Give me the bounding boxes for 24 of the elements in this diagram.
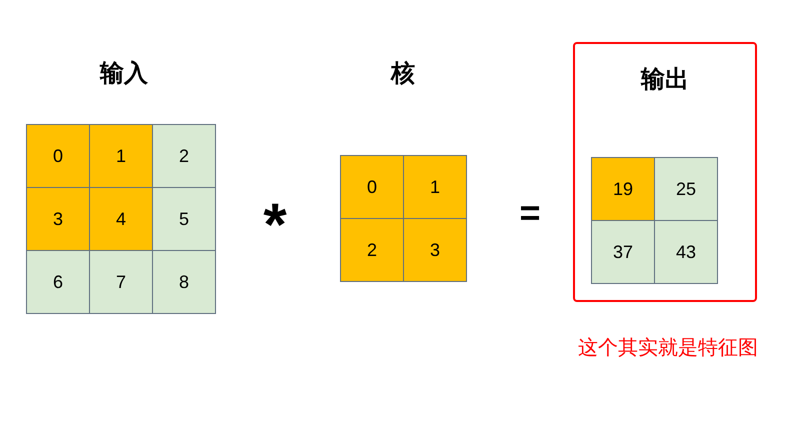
highlight-frame — [573, 42, 757, 302]
grid-cell: 3 — [403, 218, 467, 282]
grid-cell: 0 — [26, 124, 90, 188]
grid-cell: 25 — [654, 157, 718, 221]
grid-cell: 37 — [591, 220, 655, 284]
equals-sign: = — [518, 195, 542, 231]
panel-heading: 输入 — [98, 62, 149, 86]
grid-cell: 4 — [89, 187, 153, 251]
grid-cell: 3 — [26, 187, 90, 251]
grid-cell: 1 — [403, 155, 467, 219]
panel-heading: 输出 — [640, 65, 690, 95]
multiply-sign: * — [262, 195, 288, 255]
grid-cell: 43 — [654, 220, 718, 284]
grid-cell: 1 — [89, 124, 153, 188]
grid-cell: 6 — [26, 250, 90, 314]
grid-cell: 19 — [591, 157, 655, 221]
grid-cell: 7 — [89, 250, 153, 314]
annotation-text: 这个其实就是特征图 — [577, 336, 759, 361]
panel-heading: 核 — [389, 62, 416, 86]
grid-cell: 8 — [152, 250, 216, 314]
grid-cell: 0 — [340, 155, 404, 219]
grid-cell: 2 — [152, 124, 216, 188]
grid-cell: 5 — [152, 187, 216, 251]
grid-cell: 2 — [340, 218, 404, 282]
